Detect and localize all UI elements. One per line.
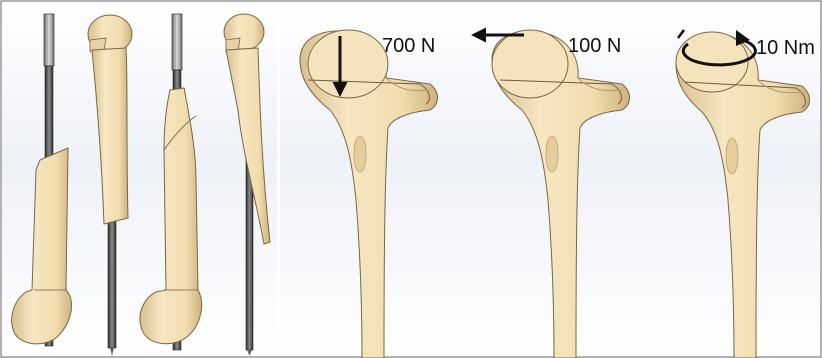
femoral-head (492, 30, 568, 98)
rod-tip (44, 14, 54, 66)
intramedullary-rod (108, 210, 116, 348)
lesser-trochanter (726, 138, 738, 174)
lesser-trochanter (546, 136, 558, 172)
rod-tip (172, 14, 182, 70)
femoral-head (308, 30, 388, 98)
axial-force-label: 700 N (382, 35, 435, 57)
lesser-trochanter (354, 136, 366, 172)
loading-cases-panel: 700 N 100 N (280, 2, 820, 358)
shear-force-label: 100 N (568, 35, 621, 57)
torque-label: 10 Nm (756, 37, 815, 59)
implant-views-panel (2, 2, 277, 356)
